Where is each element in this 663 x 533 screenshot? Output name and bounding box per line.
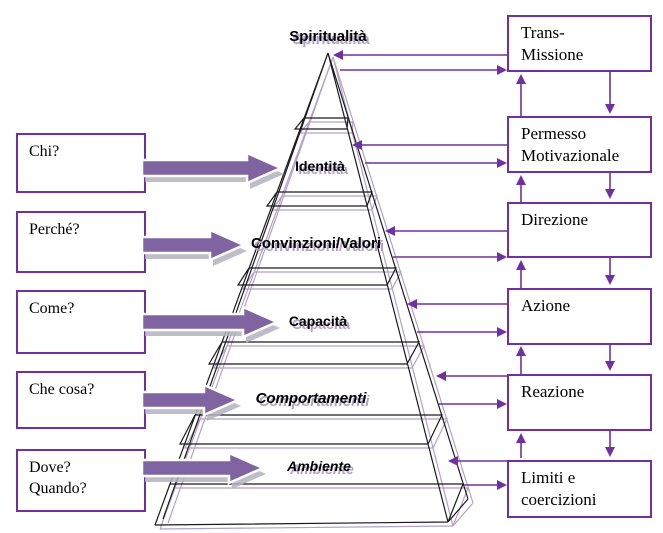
pyramid-to-box-arrows [340,65,507,490]
question-block-arrow-shadows [145,159,284,489]
process-box-reazione: Reazione [507,374,652,431]
pyramid-level-comportamenti: Comportamenti [255,390,367,407]
process-box-permesso-motivazionale: Permesso Motivazionale [507,116,652,173]
question-box-perche: Perché? [16,211,146,273]
question-box-chi: Chi? [16,133,146,193]
process-box-direzione: Direzione [507,202,652,258]
pyramid-level-spiritualita: Spiritualità [289,28,367,45]
block-arrow-come [140,305,281,339]
question-box-che-cosa: Che cosa? [16,371,146,429]
question-box-dove-quando: Dove? Quando? [16,449,146,512]
pyramid-level-convinzioni-valori: Convinzioni/Valori [250,235,382,252]
block-arrow-chi [140,151,285,185]
block-arrow-dove [140,451,267,485]
process-box-azione: Azione [507,288,652,345]
pyramid-wireframe [154,52,469,526]
pyramid-level-capacita: Capacità [288,313,348,329]
process-box-trans-missione: Trans- Missione [507,15,652,72]
question-block-arrows [140,151,285,485]
block-arrow-perche [140,228,248,262]
question-box-come: Come? [16,290,146,354]
process-box-limiti-e-coercizioni: Limiti e coercizioni [507,460,652,518]
block-arrow-che-cosa [140,383,242,417]
pyramid-level-identita: Identità [295,158,345,174]
pyramid-level-ambiente: Ambiente [287,458,351,474]
